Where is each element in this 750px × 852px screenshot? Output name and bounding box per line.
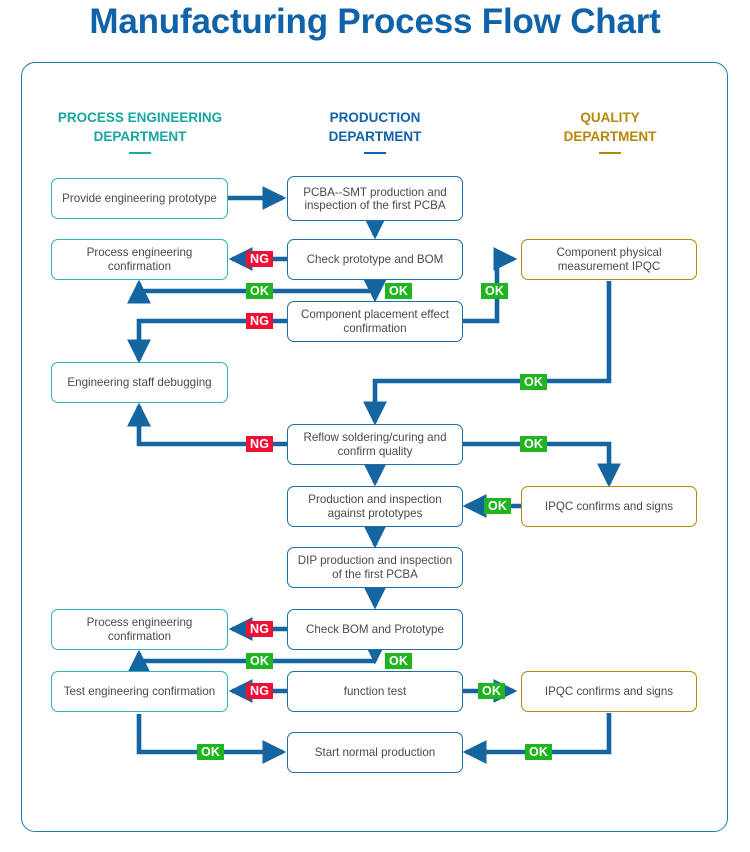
node-process-engineering-confirmation-2[interactable]: Process engineering confirmation <box>51 609 228 650</box>
column-header-process-engineering: PROCESS ENGINEERING DEPARTMENT <box>44 108 236 154</box>
column-header-line2: DEPARTMENT <box>563 129 657 144</box>
node-dip-production-first-pcba[interactable]: DIP production and inspection of the fir… <box>287 547 463 588</box>
node-reflow-soldering-curing[interactable]: Reflow soldering/curing and confirm qual… <box>287 424 463 465</box>
node-ipqc-confirms-and-signs-2[interactable]: IPQC confirms and signs <box>521 671 697 712</box>
node-check-prototype-and-bom[interactable]: Check prototype and BOM <box>287 239 463 280</box>
node-process-engineering-confirmation-1[interactable]: Process engineering confirmation <box>51 239 228 280</box>
page-title: Manufacturing Process Flow Chart <box>89 2 661 41</box>
badge-ng-check-prototype: NG <box>246 251 274 267</box>
node-component-physical-measurement-ipqc[interactable]: Component physical measurement IPQC <box>521 239 697 280</box>
badge-ok-ipqc-to-reflow: OK <box>520 374 548 390</box>
badge-ok-check-prototype-left: OK <box>246 283 274 299</box>
badge-ok-check-bom-left: OK <box>246 653 274 669</box>
badge-ok-test-to-start: OK <box>197 744 225 760</box>
node-pcba-smt-production[interactable]: PCBA--SMT production and inspection of t… <box>287 176 463 221</box>
column-header-line1: QUALITY <box>580 110 640 125</box>
node-ipqc-confirms-and-signs-1[interactable]: IPQC confirms and signs <box>521 486 697 527</box>
node-function-test[interactable]: function test <box>287 671 463 712</box>
badge-ng-check-bom: NG <box>246 621 274 637</box>
node-test-engineering-confirmation[interactable]: Test engineering confirmation <box>51 671 228 712</box>
column-rule <box>599 152 621 154</box>
badge-ng-function-test: NG <box>246 683 274 699</box>
badge-ng-reflow: NG <box>246 436 274 452</box>
node-provide-engineering-prototype[interactable]: Provide engineering prototype <box>51 178 228 219</box>
badge-ok-check-bom-down: OK <box>385 653 413 669</box>
node-component-placement-effect-confirmation[interactable]: Component placement effect confirmation <box>287 301 463 342</box>
column-header-production: PRODUCTION DEPARTMENT <box>280 108 470 154</box>
column-header-line2: DEPARTMENT <box>93 129 187 144</box>
badge-ok-function-to-ipqc: OK <box>478 683 506 699</box>
badge-ng-component-placement: NG <box>246 313 274 329</box>
badge-ok-reflow-to-ipqc: OK <box>520 436 548 452</box>
column-header-line1: PROCESS ENGINEERING <box>57 110 223 125</box>
column-rule <box>129 152 151 154</box>
badge-ok-ipqc2-to-start: OK <box>525 744 553 760</box>
node-check-bom-and-prototype[interactable]: Check BOM and Prototype <box>287 609 463 650</box>
column-header-line2: DEPARTMENT <box>328 129 422 144</box>
node-production-and-inspection-against-prototypes[interactable]: Production and inspection against protot… <box>287 486 463 527</box>
badge-ok-ipqc1-to-production: OK <box>484 498 512 514</box>
column-rule <box>364 152 386 154</box>
badge-ok-check-prototype-down: OK <box>385 283 413 299</box>
column-header-quality: QUALITY DEPARTMENT <box>515 108 705 154</box>
node-start-normal-production[interactable]: Start normal production <box>287 732 463 773</box>
node-engineering-staff-debugging[interactable]: Engineering staff debugging <box>51 362 228 403</box>
badge-ok-placement-to-ipqc: OK <box>481 283 509 299</box>
column-header-line1: PRODUCTION <box>329 110 421 125</box>
